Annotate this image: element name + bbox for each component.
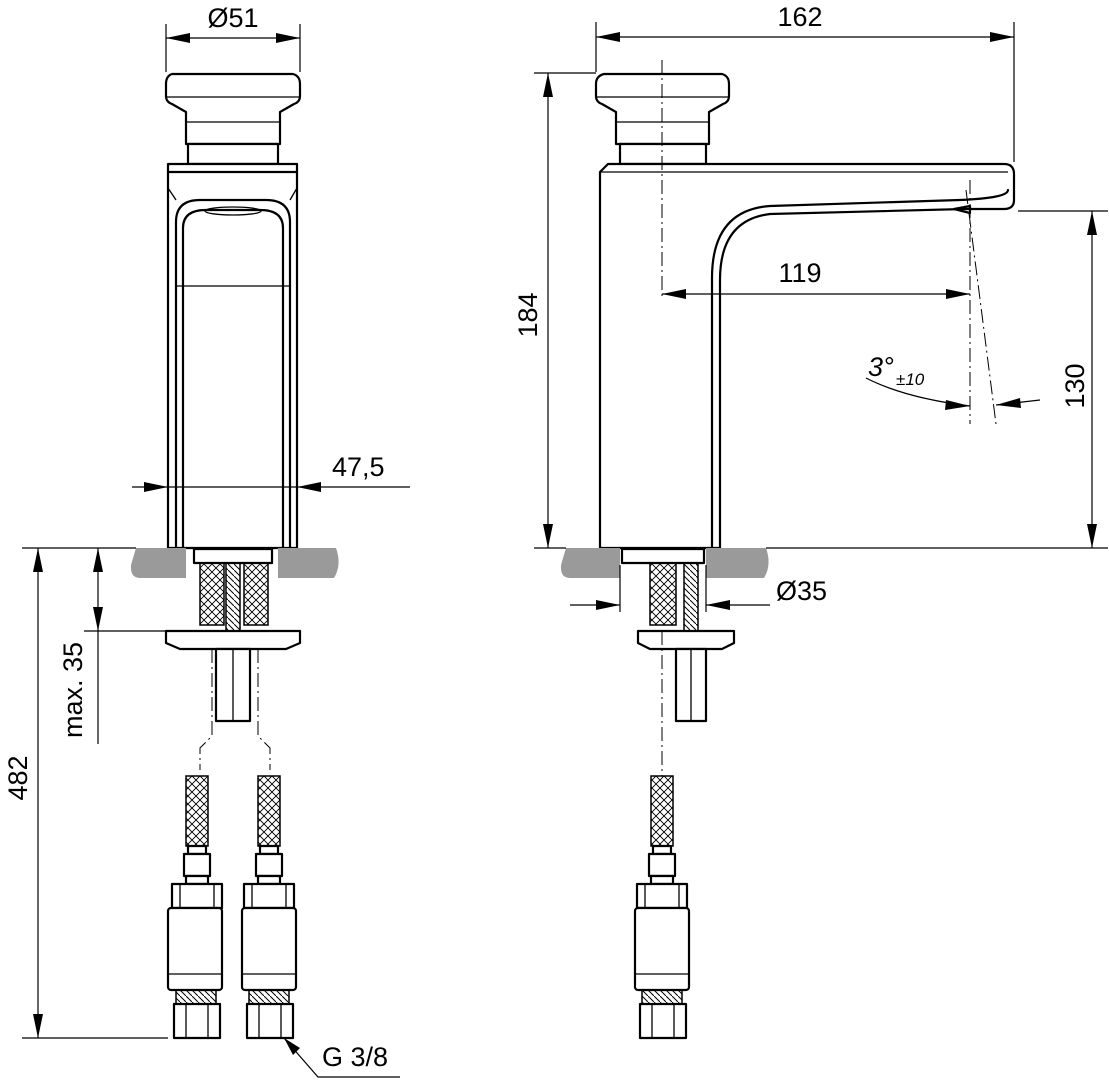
dim-knob-diameter: Ø51 [165, 3, 301, 72]
label-overall-width: 162 [777, 2, 822, 32]
thread-callout: G 3/8 [283, 1037, 400, 1078]
side-collar [618, 142, 708, 166]
label-thread: G 3/8 [322, 1042, 388, 1072]
label-stem-diameter: Ø35 [776, 576, 827, 606]
dim-stem-diameter: Ø35 [570, 565, 827, 612]
label-angle-tolerance: ±10 [896, 370, 925, 389]
dim-tap-height: 184 [513, 72, 596, 549]
side-mounting-plate [636, 629, 736, 651]
side-threaded-rod [683, 562, 699, 632]
front-collar [186, 142, 280, 166]
dim-body-width: 47,5 [132, 452, 410, 492]
label-spout-height: 130 [1060, 363, 1090, 408]
side-counter-right [706, 548, 769, 578]
side-view: 162 184 119 130 [513, 2, 1108, 1040]
front-fixing-nut [192, 547, 274, 565]
front-counter-left [130, 548, 186, 578]
dim-overall-width: 162 [595, 2, 1015, 162]
front-connector-right [240, 775, 298, 1040]
label-tap-height: 184 [513, 292, 543, 337]
dim-spout-reach: 119 [662, 258, 970, 299]
front-body [166, 162, 299, 550]
front-mounting-plate [164, 629, 302, 651]
dim-total-height: 482 [3, 547, 168, 1039]
front-threaded-rod [225, 562, 241, 632]
label-max-depth: max. 35 [58, 642, 88, 738]
dim-max-depth: max. 35 [58, 548, 166, 744]
side-connector [633, 775, 691, 1040]
front-view: Ø51 47,5 max. 35 482 [3, 3, 410, 1078]
label-body-width: 47,5 [332, 452, 385, 482]
side-body-spout [598, 162, 1016, 550]
front-counter-right [278, 548, 339, 578]
dim-spout-angle: 3° ±10 [865, 352, 1041, 410]
label-total-height: 482 [3, 755, 33, 800]
front-knob-cap [164, 72, 302, 146]
side-fixing-nut [620, 547, 706, 565]
label-angle: 3° [868, 352, 894, 382]
dim-spout-height: 130 [766, 210, 1108, 549]
front-outlet-slot [204, 206, 262, 216]
label-spout-reach: 119 [778, 258, 821, 288]
front-connector-left [166, 775, 224, 1040]
label-knob-diameter: Ø51 [207, 3, 258, 33]
side-counter-left [560, 548, 620, 578]
